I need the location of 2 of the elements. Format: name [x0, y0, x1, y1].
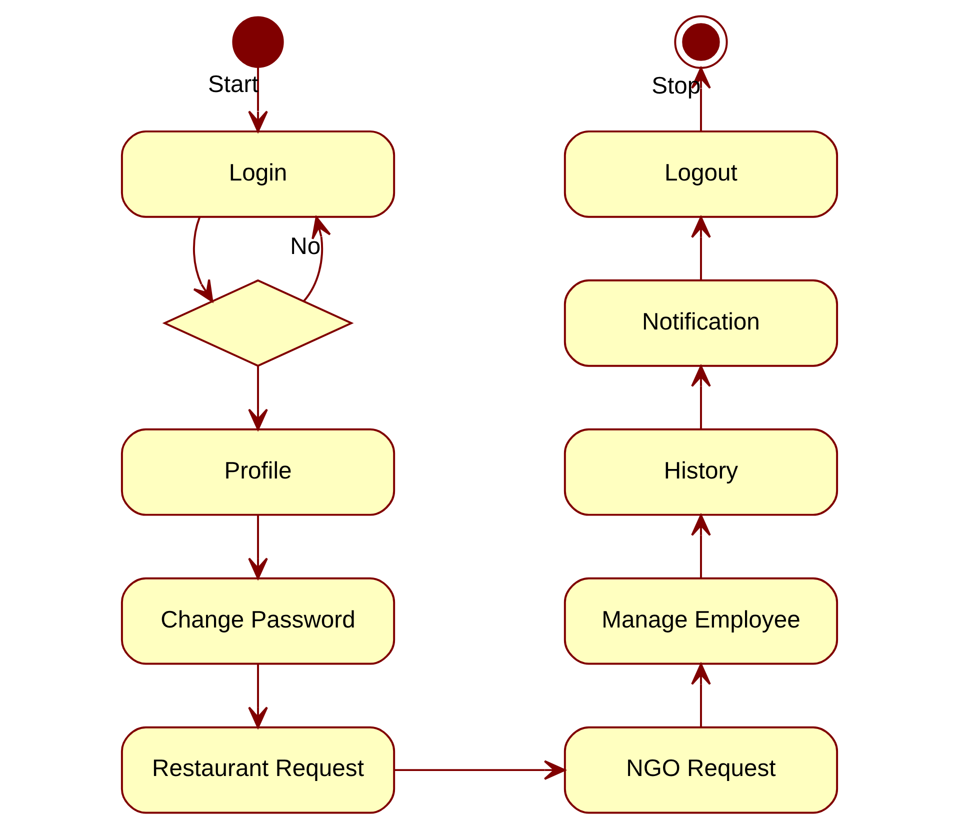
edge-label: No [290, 233, 320, 260]
edge-label: Stop [651, 72, 700, 100]
